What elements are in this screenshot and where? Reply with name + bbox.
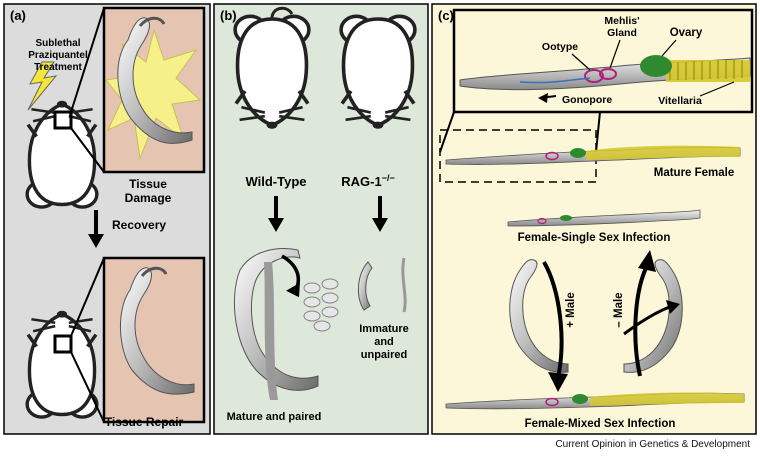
panel-b: (b) Wild-Type RAG-1−/− Mature and paired [213, 3, 429, 435]
male-worm-right [623, 259, 683, 373]
plus-male-label: + Male [565, 292, 577, 327]
recovery-arrow-head [88, 234, 104, 248]
mixed-sex-label: Female-Mixed Sex Infection [525, 418, 676, 430]
zoom-box-top [53, 110, 73, 130]
immature-label-3: unpaired [361, 349, 407, 361]
panel-a-label: (a) [10, 8, 26, 23]
ovary-pointer [661, 39, 677, 57]
wild-type-label: Wild-Type [245, 174, 306, 189]
male-release-arrow-head [666, 300, 680, 314]
mature-female-gland [545, 151, 559, 161]
immature-label-1: Immature [359, 323, 409, 335]
tissue-repair-box [102, 256, 206, 424]
plus-male-arrow-head [548, 372, 568, 392]
treatment-line-1: Sublethal [35, 38, 80, 49]
ootype-zoom [584, 69, 604, 83]
repaired-worm [120, 267, 195, 395]
panel-b-label: (b) [220, 8, 237, 23]
male-worm-left [509, 259, 569, 373]
treatment-line-3: Treatment [34, 62, 82, 73]
vitellaria-label: Vitellaria [658, 95, 702, 107]
rag1-label: RAG-1−/− [341, 173, 394, 189]
paired-worm-female [264, 262, 278, 400]
panel-a: (a) Sublethal Praziquantel Treatment Tis… [3, 3, 211, 435]
tissue-damage-label-2: Damage [125, 191, 172, 205]
mixed-sex-ovary [572, 394, 588, 404]
mixed-sex-vitellaria [590, 392, 744, 406]
mature-female-label: Mature Female [654, 167, 735, 179]
ootype-pointer [571, 53, 591, 71]
rag1-arrow-head [372, 218, 388, 232]
minus-male-arrow-head [638, 250, 656, 272]
minus-male-label: – Male [613, 292, 625, 327]
ootype-label: Ootype [542, 41, 578, 53]
immature-label-2: and [374, 336, 394, 348]
mehlis-gland-zoom [599, 68, 617, 80]
panel-c-label: (c) [438, 8, 454, 23]
panel-c: (c) Mehlis' Gland Ovary Ootype Gonopore … [431, 3, 757, 435]
tissue-repair-label: Tissue Repair [105, 415, 184, 429]
mouse-wild-type-tail [270, 6, 294, 19]
immature-worm-female [401, 257, 407, 313]
vitellaria-zoom [666, 60, 750, 82]
male-release-arrow-shaft [623, 304, 673, 336]
mature-female-vitellaria [586, 145, 740, 160]
mehlis-label-2: Gland [607, 27, 637, 39]
mature-paired-label: Mature and paired [227, 411, 322, 423]
mature-female-ovary [570, 148, 586, 158]
damaged-worm-head [138, 16, 166, 28]
gonopore-label: Gonopore [562, 94, 612, 106]
vitellaria-pointer [699, 81, 735, 97]
ovary-label: Ovary [670, 27, 703, 39]
single-sex-female-worm [507, 209, 701, 227]
repaired-worm-head [140, 266, 168, 278]
recovery-label: Recovery [112, 218, 166, 232]
lightning-bolt-icon [27, 61, 58, 111]
figure-credit: Current Opinion in Genetics & Developmen… [555, 439, 750, 450]
immature-worm-male [358, 261, 373, 311]
zoom-box-bottom [53, 334, 73, 354]
mehlis-pointer [609, 39, 621, 69]
treatment-line-2: Praziquantel [28, 50, 88, 61]
egg-arrow-head [286, 282, 300, 298]
single-sex-label: Female-Single Sex Infection [518, 232, 671, 244]
damaged-worm [117, 17, 193, 144]
single-sex-gland [537, 217, 547, 225]
plus-male-arrow-shaft [542, 261, 564, 379]
zoom-lines-bottom [70, 257, 105, 423]
ovary-zoom [640, 55, 672, 77]
wild-type-arrow-head [268, 218, 284, 232]
single-sex-ovary [560, 215, 572, 221]
uterus-zoom [519, 77, 591, 84]
eggs [303, 278, 339, 332]
gonopore-arrow-head [538, 93, 548, 103]
tissue-damage-label-1: Tissue [129, 177, 167, 191]
zoom-lines-top [70, 7, 105, 173]
mehlis-label-1: Mehlis' [604, 15, 639, 27]
minus-male-arrow-shaft [633, 263, 650, 377]
mixed-sex-gland [545, 397, 559, 407]
